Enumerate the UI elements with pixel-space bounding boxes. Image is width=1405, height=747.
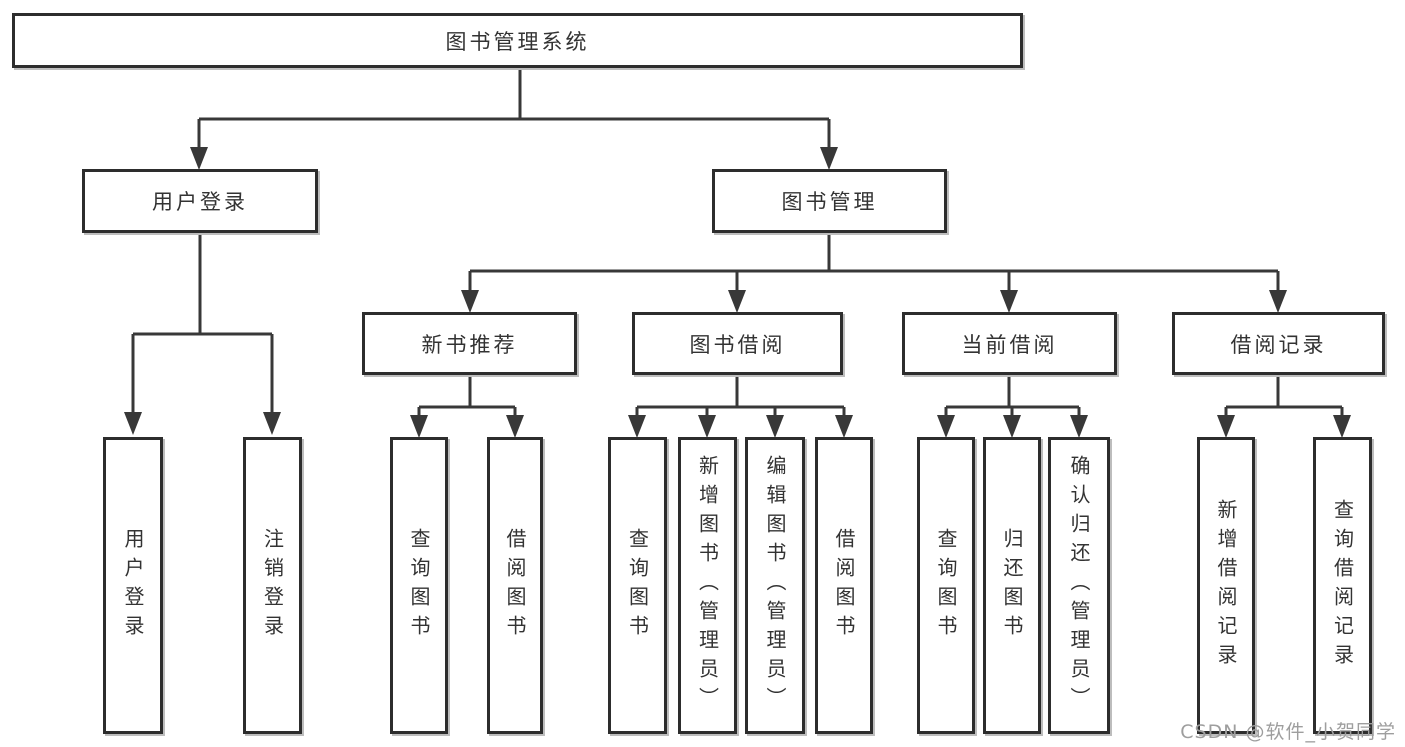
group-current-borrow: 当前借阅 bbox=[902, 312, 1117, 375]
leaf-query-books-recommend-label: 查询图书 bbox=[407, 527, 431, 644]
leaf-edit-book-admin: 编辑图书（管理员） bbox=[745, 437, 805, 734]
leaf-borrow-books: 借阅图书 bbox=[815, 437, 873, 734]
leaf-edit-book-admin-label: 编辑图书（管理员） bbox=[763, 455, 787, 716]
branch-user-login: 用户登录 bbox=[82, 169, 318, 233]
leaf-add-book-admin-label: 新增图书（管理员） bbox=[695, 455, 720, 716]
leaf-user-login: 用户登录 bbox=[103, 437, 163, 734]
leaf-confirm-return-admin-label: 确认归还（管理员） bbox=[1067, 455, 1091, 716]
leaf-query-books-current-label: 查询图书 bbox=[934, 527, 958, 644]
connector-current-borrow-to-leaves bbox=[937, 375, 1088, 438]
leaf-confirm-return-admin: 确认归还（管理员） bbox=[1048, 437, 1110, 734]
group-book-borrow-label: 图书借阅 bbox=[689, 332, 786, 357]
leaf-query-borrow-record-label: 查询借阅记录 bbox=[1330, 498, 1355, 673]
leaf-query-borrow-record: 查询借阅记录 bbox=[1313, 437, 1372, 734]
group-new-book-recommend-label: 新书推荐 bbox=[421, 332, 518, 357]
leaf-logout: 注销登录 bbox=[243, 437, 302, 734]
leaf-borrow-books-recommend: 借阅图书 bbox=[487, 437, 543, 734]
root-box-label: 图书管理系统 bbox=[445, 29, 590, 54]
root-box-library-management-system: 图书管理系统 bbox=[12, 13, 1023, 68]
connector-root-to-branches bbox=[190, 67, 838, 170]
group-borrow-records: 借阅记录 bbox=[1172, 312, 1385, 375]
leaf-borrow-books-recommend-label: 借阅图书 bbox=[503, 527, 527, 644]
connector-new-book-recommend-to-leaves bbox=[410, 375, 524, 438]
watermark-text: CSDN @软件_小贺同学 bbox=[1180, 721, 1396, 743]
connector-book-borrow-to-leaves bbox=[628, 375, 853, 438]
leaf-query-books-borrow: 查询图书 bbox=[608, 437, 667, 734]
group-current-borrow-label: 当前借阅 bbox=[961, 332, 1058, 357]
leaf-return-books-label: 归还图书 bbox=[1000, 527, 1024, 644]
leaf-return-books: 归还图书 bbox=[983, 437, 1041, 734]
leaf-add-borrow-record-label: 新增借阅记录 bbox=[1214, 498, 1238, 673]
leaf-query-books-current: 查询图书 bbox=[917, 437, 975, 734]
branch-book-management: 图书管理 bbox=[712, 169, 947, 233]
branch-user-login-label: 用户登录 bbox=[152, 190, 248, 214]
leaf-query-books-recommend: 查询图书 bbox=[390, 437, 448, 734]
leaf-query-books-borrow-label: 查询图书 bbox=[625, 527, 650, 644]
group-book-borrow: 图书借阅 bbox=[632, 312, 843, 375]
connector-user-login-to-leaves bbox=[124, 233, 281, 435]
connector-borrow-records-to-leaves bbox=[1217, 375, 1351, 438]
leaf-user-login-label: 用户登录 bbox=[121, 527, 145, 644]
connector-book-management-to-groups bbox=[461, 233, 1287, 313]
group-borrow-records-label: 借阅记录 bbox=[1230, 332, 1327, 357]
leaf-borrow-books-label: 借阅图书 bbox=[832, 527, 856, 644]
group-new-book-recommend: 新书推荐 bbox=[362, 312, 577, 375]
leaf-add-book-admin: 新增图书（管理员） bbox=[678, 437, 737, 734]
leaf-add-borrow-record: 新增借阅记录 bbox=[1197, 437, 1255, 734]
branch-book-management-label: 图书管理 bbox=[781, 190, 878, 214]
leaf-logout-label: 注销登录 bbox=[260, 527, 285, 644]
